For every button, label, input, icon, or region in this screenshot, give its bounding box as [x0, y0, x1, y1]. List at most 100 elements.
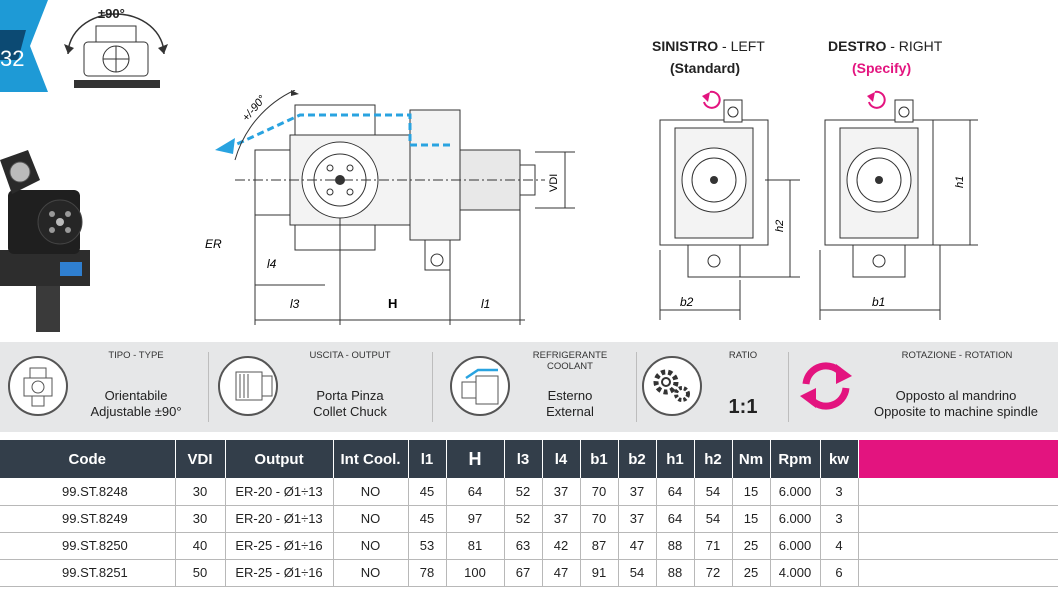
info-output-line1: Porta Pinza [316, 388, 384, 403]
angle-label: +/-90° [240, 93, 269, 124]
cell-h2: 54 [694, 505, 733, 533]
cell-l4: 37 [542, 478, 581, 506]
cell-h: 97 [446, 505, 505, 533]
cell-nm: 15 [732, 505, 771, 533]
collet-chuck-icon [218, 356, 278, 416]
info-strip: TIPO - TYPE Orientabile Adjustable ±90° … [0, 342, 1058, 432]
cell-code: 99.ST.8249 [0, 505, 176, 533]
cell-nm: 15 [732, 478, 771, 506]
cell-b1: 70 [580, 478, 619, 506]
cell-output: ER-20 - Ø1÷13 [225, 478, 334, 506]
cell-blank [858, 505, 1058, 533]
cell-code: 99.ST.8250 [0, 532, 176, 560]
cell-kw: 3 [820, 478, 859, 506]
info-type: TIPO - TYPE Orientabile Adjustable ±90° [0, 342, 206, 432]
table-row: 99.ST.8251 50 ER-25 - Ø1÷16 NO 78 100 67… [0, 559, 1058, 587]
right-view-subtitle: (Specify) [852, 60, 912, 76]
info-coolant-line1: Esterno [547, 388, 593, 403]
info-rotation-line1: Opposto al mandrino [895, 388, 1017, 403]
info-ratio-value: 1:1 [728, 396, 758, 418]
cell-vdi: 30 [175, 505, 226, 533]
cell-blank [858, 559, 1058, 587]
technical-drawing: +/-90° ER l4 l3 H l1 VDI [205, 90, 575, 325]
product-photo [0, 150, 90, 332]
cell-b1: 87 [580, 532, 619, 560]
cell-b2: 54 [618, 559, 657, 587]
col-header-vdi: VDI [175, 440, 226, 478]
info-rotation: ROTAZIONE - ROTATION Opposto al mandrino… [790, 342, 1058, 432]
col-header-l4: l4 [542, 440, 581, 478]
rotation-badge-label: ±90° [98, 6, 125, 21]
l1-label: l1 [481, 297, 490, 311]
coolant-icon [450, 356, 510, 416]
cell-kw: 3 [820, 505, 859, 533]
cell-int-cool: NO [333, 559, 409, 587]
table-row: 99.ST.8250 40 ER-25 - Ø1÷16 NO 53 81 63 … [0, 532, 1058, 560]
divider [208, 352, 209, 422]
right-view-title: DESTRO - RIGHT [828, 38, 943, 54]
cell-l3: 52 [504, 478, 543, 506]
cell-vdi: 50 [175, 559, 226, 587]
b1-label: b1 [872, 295, 885, 309]
cell-vdi: 40 [175, 532, 226, 560]
cell-h: 81 [446, 532, 505, 560]
front-views-drawing: b2 h2 b1 h1 [659, 90, 978, 320]
gears-icon [642, 356, 702, 416]
vdi-label: VDI [548, 174, 560, 192]
col-header-kw: kw [820, 440, 859, 478]
cell-l4: 42 [542, 532, 581, 560]
cell-output: ER-25 - Ø1÷16 [225, 559, 334, 587]
cell-int-cool: NO [333, 505, 409, 533]
cell-blank [858, 532, 1058, 560]
page-number: 32 [0, 46, 25, 71]
cell-l4: 47 [542, 559, 581, 587]
cell-int-cool: NO [333, 532, 409, 560]
cell-h2: 71 [694, 532, 733, 560]
col-header-code: Code [0, 440, 176, 478]
col-header-b1: b1 [580, 440, 619, 478]
col-header-h1: h1 [656, 440, 695, 478]
l3-label: l3 [290, 297, 300, 311]
col-header-accent [858, 440, 1058, 478]
cell-b1: 91 [580, 559, 619, 587]
cell-b2: 37 [618, 478, 657, 506]
table-header-row: Code VDI Output Int Cool. l1 H l3 l4 b1 … [0, 440, 1058, 478]
cell-rpm: 4.000 [770, 559, 821, 587]
cell-l1: 53 [408, 532, 447, 560]
er-label: ER [205, 237, 222, 251]
adjustable-tool-icon [8, 356, 68, 416]
cell-l1: 45 [408, 505, 447, 533]
h1-label: h1 [954, 176, 966, 188]
cell-b2: 37 [618, 505, 657, 533]
info-coolant-label2: COOLANT [547, 361, 593, 372]
cell-h: 100 [446, 559, 505, 587]
cell-rpm: 6.000 [770, 532, 821, 560]
col-header-output: Output [225, 440, 334, 478]
cell-rpm: 6.000 [770, 478, 821, 506]
col-header-nm: Nm [732, 440, 771, 478]
b2-label: b2 [680, 295, 694, 309]
cell-kw: 6 [820, 559, 859, 587]
cell-rpm: 6.000 [770, 505, 821, 533]
h2-label: h2 [774, 220, 786, 232]
cell-l3: 67 [504, 559, 543, 587]
col-header-l3: l3 [504, 440, 543, 478]
cell-h1: 64 [656, 478, 695, 506]
info-rotation-line2: Opposite to machine spindle [873, 404, 1039, 419]
l4-label: l4 [267, 257, 277, 271]
cell-h2: 54 [694, 478, 733, 506]
col-header-l1: l1 [408, 440, 447, 478]
cell-h2: 72 [694, 559, 733, 587]
col-header-h: H [446, 440, 505, 478]
cell-blank [858, 478, 1058, 506]
info-ratio-label: RATIO [728, 350, 758, 361]
cell-l3: 52 [504, 505, 543, 533]
page-tab [0, 0, 48, 92]
col-header-int-cool: Int Cool. [333, 440, 409, 478]
col-header-h2: h2 [694, 440, 733, 478]
cell-nm: 25 [732, 532, 771, 560]
left-view-title: SINISTRO - LEFT [652, 38, 765, 54]
rotation-arrows-icon [800, 362, 852, 410]
cell-output: ER-20 - Ø1÷13 [225, 505, 334, 533]
divider [432, 352, 433, 422]
